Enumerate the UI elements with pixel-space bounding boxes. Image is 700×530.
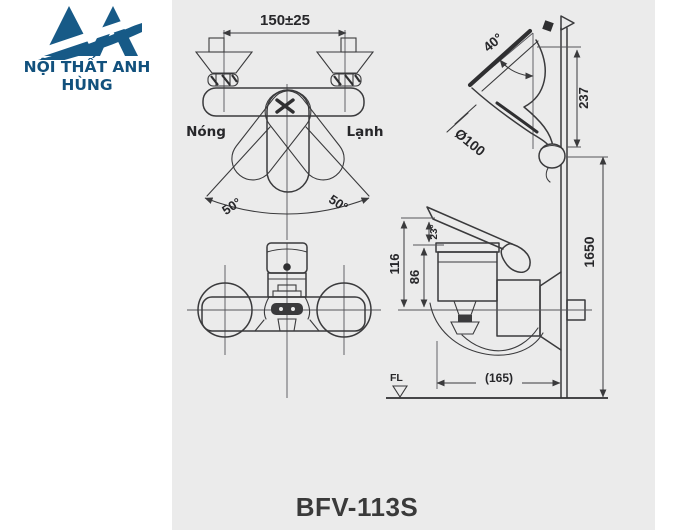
model-label: BFV-113S [295,492,419,522]
brand-logo-icon [38,6,142,60]
top-view-drawing: 150±25 [194,12,375,240]
cartridge-x-mark [275,98,295,114]
wall-rail-line [560,27,568,398]
side-view-drawing: FL 23° 116 86 (165) 1650 [386,27,608,399]
logo-swoosh [38,22,142,60]
swing-right-label: 50° [326,192,351,215]
dimension-mount-width-label: 150±25 [260,12,310,29]
front-view-drawing [187,242,381,398]
handle-rotation-drawing: Nóng Lạnh 50° 50° [186,89,384,218]
shower-face-plate [467,28,533,88]
wall-anchor-mark [542,20,554,32]
swing-left-label: 50° [219,195,244,218]
cold-label: Lạnh [347,124,384,140]
height-upper-label: 116 [387,254,402,275]
height-lower-label: 86 [407,270,422,284]
swing-arc [204,197,370,215]
brand-name: NỘI THẤT ANH HÙNG [23,58,151,94]
head-length-label: 237 [576,87,591,109]
rail-top-cap [560,15,575,31]
spout-band [271,303,303,315]
floor-level-symbol [391,385,409,399]
shower-diameter-label: Ø100 [452,125,489,159]
logo-swoosh-gap [38,14,142,58]
brand-logo: NỘI THẤT ANH HÙNG [0,0,174,94]
rail-height-label: 1650 [581,236,597,267]
handle-cap-dot [283,263,291,271]
lever-angle-label: 23° [429,224,440,239]
shower-tilt-label: 40° [480,30,505,55]
shower-holder [538,143,566,169]
hot-label: Nóng [186,124,226,140]
floor-level-label: FL [390,372,403,384]
reach-label: (165) [485,371,513,385]
